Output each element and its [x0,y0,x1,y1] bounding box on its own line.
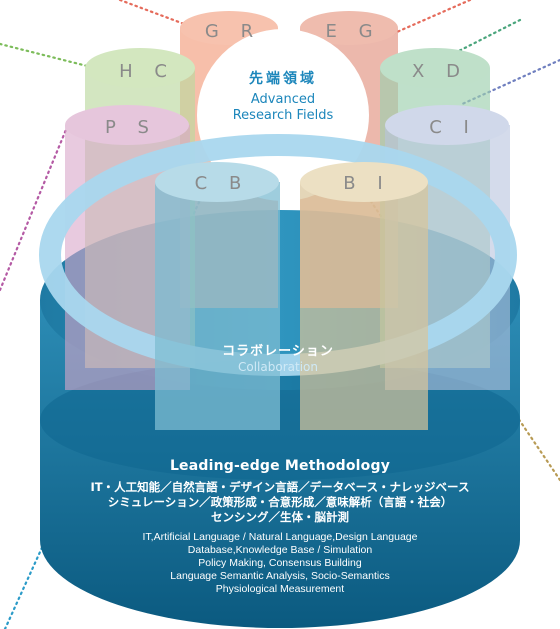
collaboration-label-jp: コラボレーション [222,343,334,359]
pillar-label-xd: X D [412,61,468,82]
pillar-label-hc: H C [119,61,175,82]
core-title-en-1: Advanced [251,92,315,107]
pillar-label-ps: P S [105,117,157,138]
core-title-jp: 先端領域 [249,70,317,87]
pillar-label-cb: C B [195,173,250,194]
leader-line-ps [0,118,72,292]
pillar-label-gr: G R [205,21,261,42]
collaboration-label-en: Collaboration [238,360,318,374]
pillar-bi [300,162,428,430]
methodology-jp-line-3: センシング／生体・脳計測 [211,510,349,524]
methodology-jp-line-1: IT・人工知能／自然言語・デザイン言語／データベース・ナレッジベース [90,480,470,494]
methodology-jp-line-2: シミュレーション／政策形成・合意形成／意味解析（言語・社会） [107,495,453,509]
methodology-en-line-2: Database,Knowledge Base / Simulation [187,544,373,556]
leader-line-hc [0,42,97,70]
pillar-label-ci: C I [429,117,477,138]
pillar-cb [155,162,280,430]
methodology-text: Leading-edge Methodology IT・人工知能／自然言語・デザ… [40,458,520,596]
methodology-title: Leading-edge Methodology [169,458,391,474]
leader-line-eg [388,0,472,37]
pillar-label-eg: E G [325,21,380,42]
methodology-en-line-4: Language Semantic Analysis, Socio-Semant… [170,570,390,582]
methodology-en-line-5: Physiological Measurement [215,583,345,595]
leader-line-ci [458,58,560,107]
methodology-en-line-3: Policy Making, Consensus Building [198,557,362,569]
core-title-en-2: Research Fields [233,108,334,123]
pillar-label-bi: B I [343,173,390,194]
methodology-en-line-1: IT,Artificial Language / Natural Languag… [142,531,418,543]
